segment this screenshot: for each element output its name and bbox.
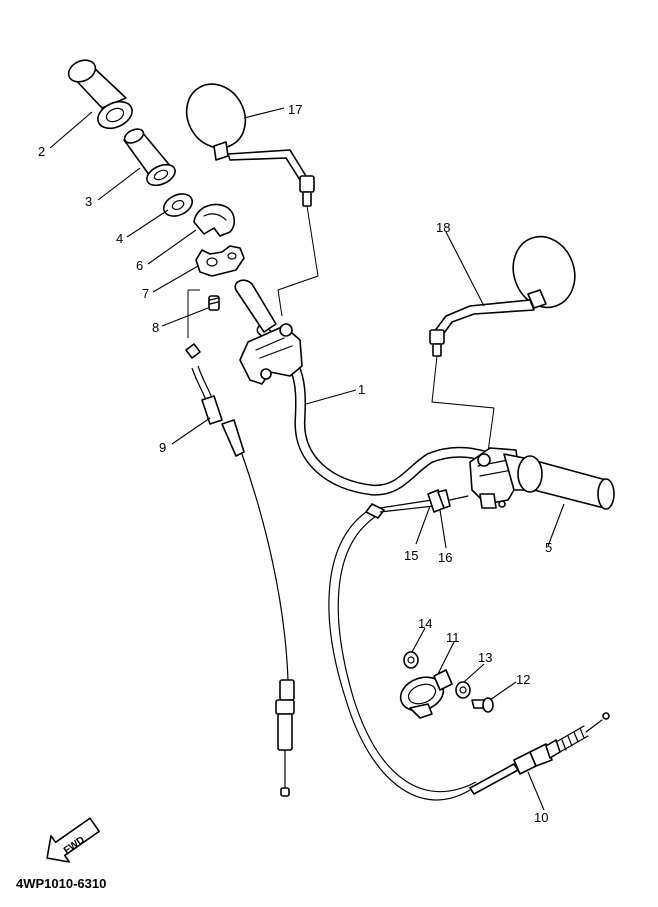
left-mirror: [185, 83, 315, 207]
throttle-cable: [185, 343, 295, 797]
callout-17: 17: [288, 102, 302, 117]
throttle-sleeve: [123, 128, 176, 187]
callout-16: 16: [438, 550, 452, 565]
clutch-cable: [328, 499, 610, 801]
callout-7: 7: [142, 286, 149, 301]
handlebar: [256, 324, 511, 496]
cable-adjuster: [427, 489, 469, 513]
callout-2: 2: [38, 144, 45, 159]
callout-15: 15: [404, 548, 418, 563]
lever-holder: [399, 669, 453, 719]
callout-4: 4: [116, 231, 123, 246]
screw: [208, 295, 220, 311]
drawing-code: 4WP1010-6310: [16, 876, 106, 891]
callout-14: 14: [418, 616, 432, 631]
callout-3: 3: [85, 194, 92, 209]
bolt: [471, 697, 494, 713]
washer: [162, 193, 194, 217]
washer-13: [455, 681, 471, 699]
callout-11: 11: [446, 630, 460, 645]
callout-9: 9: [159, 440, 166, 455]
callout-8: 8: [152, 320, 159, 335]
callout-1: 1: [358, 382, 365, 397]
callout-13: 13: [478, 650, 492, 665]
nut: [403, 651, 419, 669]
throttle-housing-lower: [195, 245, 245, 277]
callout-5: 5: [545, 540, 552, 555]
right-grip: [503, 453, 615, 510]
left-switch-assembly: [234, 279, 303, 385]
callout-18: 18: [436, 220, 450, 235]
fwd-arrow-icon: [46, 817, 100, 863]
throttle-housing-upper: [193, 203, 236, 237]
callout-6: 6: [136, 258, 143, 273]
callout-10: 10: [534, 810, 548, 825]
callout-12: 12: [516, 672, 530, 687]
left-grip: [67, 59, 133, 130]
right-mirror: [429, 235, 576, 357]
